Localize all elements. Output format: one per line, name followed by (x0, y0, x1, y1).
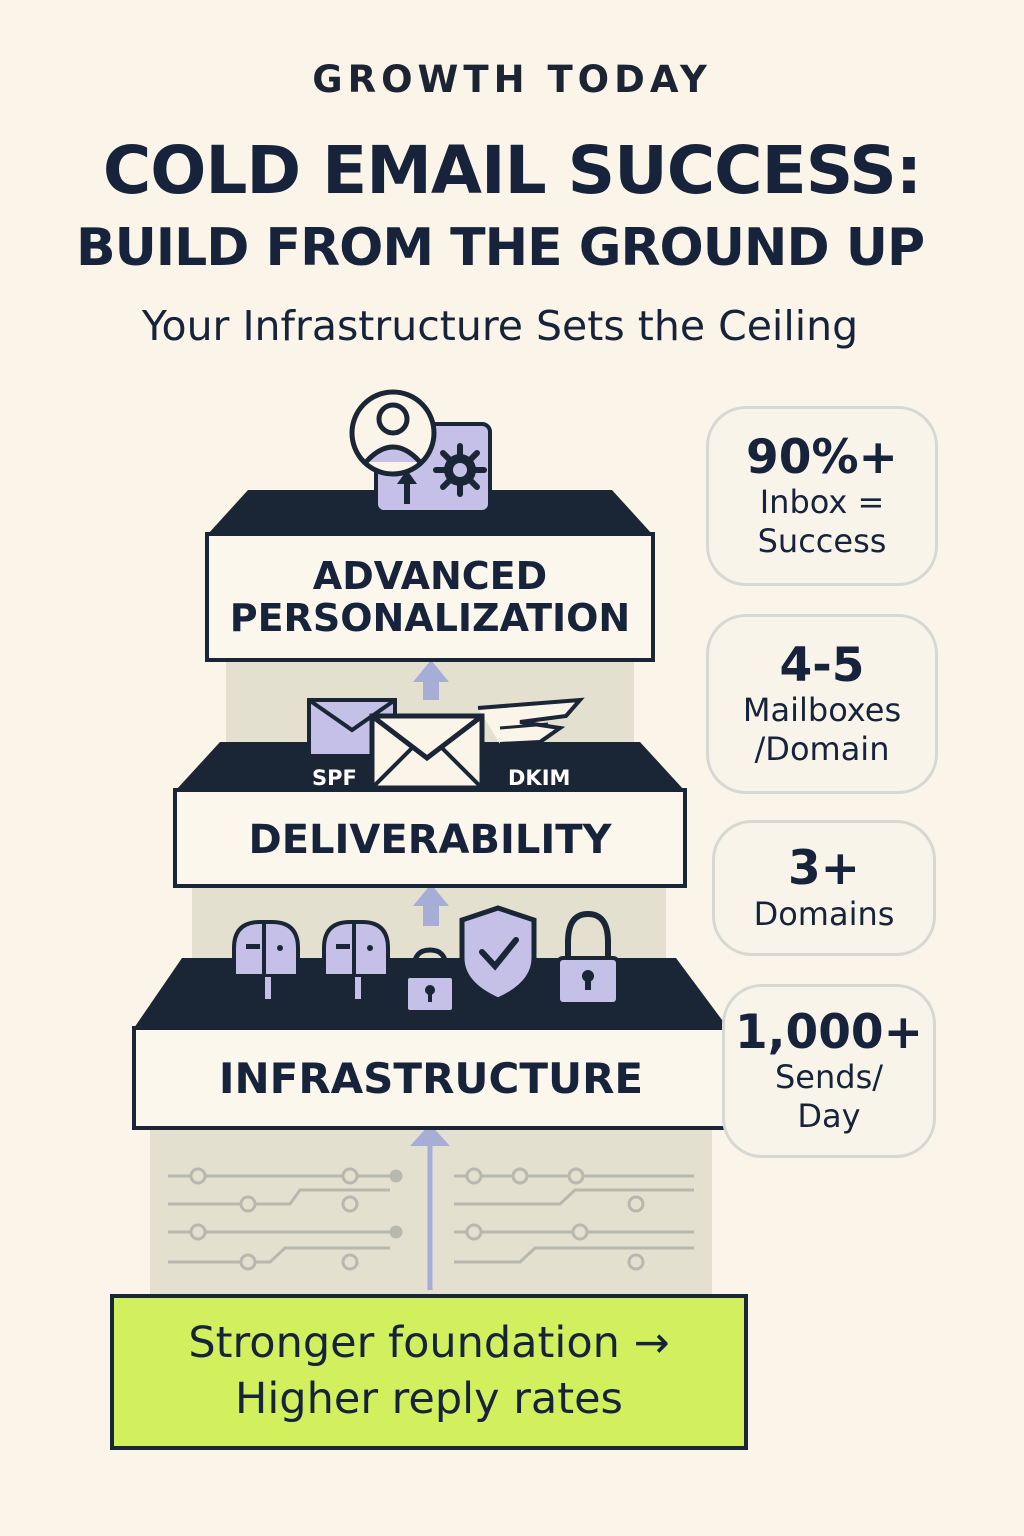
stat-label: Mailboxes (742, 691, 902, 730)
footer-callout: Stronger foundation → Higher reply rates (110, 1294, 748, 1450)
stat-value: 3+ (787, 840, 861, 896)
mailbox-icon (322, 920, 390, 1001)
arrow-up-icon (413, 660, 449, 700)
stat-label: Day (797, 1096, 861, 1135)
top-tier-box (205, 532, 655, 662)
padlock-icon (404, 947, 456, 1014)
mailbox-icon (232, 920, 300, 1001)
tier-top-line2: PERSONALIZATION (229, 596, 631, 640)
circuit-right (454, 1167, 694, 1271)
upload-arrow-icon (397, 470, 417, 504)
footer-line1: Stronger foundation → (188, 1318, 670, 1369)
base-arrow-head (410, 1124, 450, 1146)
stat-value: 4-5 (779, 637, 865, 693)
stat-label: /Domain (754, 729, 890, 768)
user-profile-icon (349, 389, 437, 477)
brand-name: GROWTH TODAY (312, 58, 712, 101)
middle-tier-box (173, 788, 687, 888)
stat-value: 1,000+ (734, 1004, 924, 1060)
tier-top-line1: ADVANCED (312, 554, 548, 599)
winged-envelope-icon (369, 697, 585, 791)
footer-line2: Higher reply rates (235, 1374, 623, 1424)
subtitle: Your Infrastructure Sets the Ceiling (141, 302, 859, 350)
bottom-tier-box (132, 1026, 730, 1130)
circuit-pattern (168, 1167, 694, 1271)
stat-sends: 1,000+ Sends/ Day (722, 984, 936, 1158)
shield-check-icon (459, 905, 537, 1003)
stat-inbox-rate: 90%+ Inbox = Success (706, 406, 938, 586)
stat-domains: 3+ Domains (712, 820, 936, 956)
spf-label: SPF (312, 766, 357, 790)
stat-label: Success (757, 521, 887, 560)
main-title-line2: BUILD FROM THE GROUND UP (75, 218, 925, 278)
stat-mailboxes: 4-5 Mailboxes /Domain (706, 614, 938, 794)
tier-infrastructure: INFRASTRUCTURE (218, 1053, 644, 1103)
tier-deliverability: DELIVERABILITY (248, 817, 612, 863)
stat-label: Sends/ (774, 1058, 884, 1097)
arrow-up-icon (413, 884, 449, 926)
tier-advanced-personalization: ADVANCED PERSONALIZATION (207, 548, 653, 648)
main-title-line1: COLD EMAIL SUCCESS: (102, 132, 922, 209)
stat-label: Domains (753, 894, 895, 933)
stat-value: 90%+ (746, 429, 898, 485)
padlock-icon (556, 910, 620, 1006)
circuit-left (168, 1167, 403, 1271)
stat-label: Inbox = (759, 483, 885, 522)
dkim-label: DKIM (508, 766, 571, 790)
